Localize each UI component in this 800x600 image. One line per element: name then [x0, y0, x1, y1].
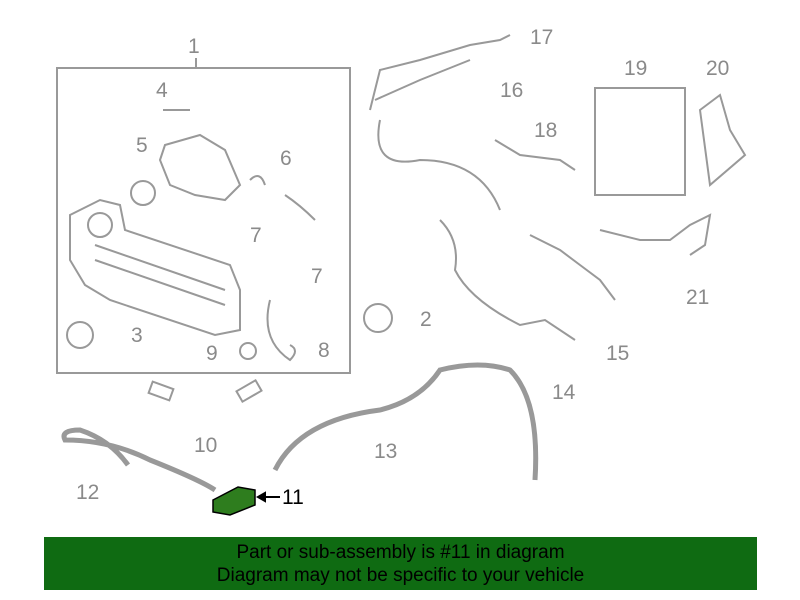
hoses-1 — [249, 175, 316, 362]
callout-18: 18 — [534, 119, 558, 142]
callout-2: 2 — [420, 308, 432, 331]
callout-9: 9 — [206, 342, 218, 365]
banner-line-2: Diagram may not be specific to your vehi… — [216, 565, 585, 586]
callout-20: 20 — [706, 57, 730, 80]
callout-15: 15 — [606, 342, 630, 365]
callout-14: 14 — [552, 381, 576, 404]
callout-13: 13 — [374, 440, 398, 463]
callout-1: 1 — [188, 35, 200, 58]
bracket-17 — [369, 34, 511, 111]
info-banner: Part or sub-assembly is #11 in diagram D… — [44, 537, 757, 590]
callout-16: 16 — [500, 79, 524, 102]
bracket-15 — [529, 234, 616, 301]
callout-6: 6 — [280, 147, 292, 170]
gasket-2 — [363, 303, 393, 333]
callout-12: 12 — [76, 481, 100, 504]
callout-8: 8 — [318, 339, 330, 362]
fitting-10a — [147, 380, 175, 402]
sensor-harness-16 — [377, 119, 501, 211]
clamp-9 — [239, 342, 257, 360]
hose-12 — [61, 427, 217, 493]
callout-7a: 7 — [250, 224, 262, 247]
callout-10: 10 — [194, 434, 218, 457]
part-11-connector — [212, 486, 280, 516]
sensor-18 — [494, 139, 576, 171]
sensor-14 — [439, 219, 576, 341]
egr-valve — [130, 133, 242, 206]
callout-17: 17 — [530, 26, 554, 49]
callout-7b: 7 — [311, 265, 323, 288]
callout-21: 21 — [686, 286, 710, 309]
sensor-21 — [599, 213, 712, 256]
egr-cooler — [69, 198, 241, 337]
bracket-20 — [698, 93, 747, 187]
callout-11: 11 — [282, 486, 304, 509]
callout-3: 3 — [131, 324, 143, 347]
callout-4: 4 — [156, 79, 168, 102]
banner-line-1: Part or sub-assembly is #11 in diagram — [236, 542, 565, 563]
callout-5: 5 — [136, 134, 148, 157]
box-19 — [594, 87, 686, 196]
fitting-10b — [235, 378, 263, 404]
hose-13 — [272, 362, 539, 481]
assembly-1-box — [56, 67, 351, 374]
actuator-3 — [66, 321, 94, 349]
callout-19: 19 — [624, 57, 648, 80]
